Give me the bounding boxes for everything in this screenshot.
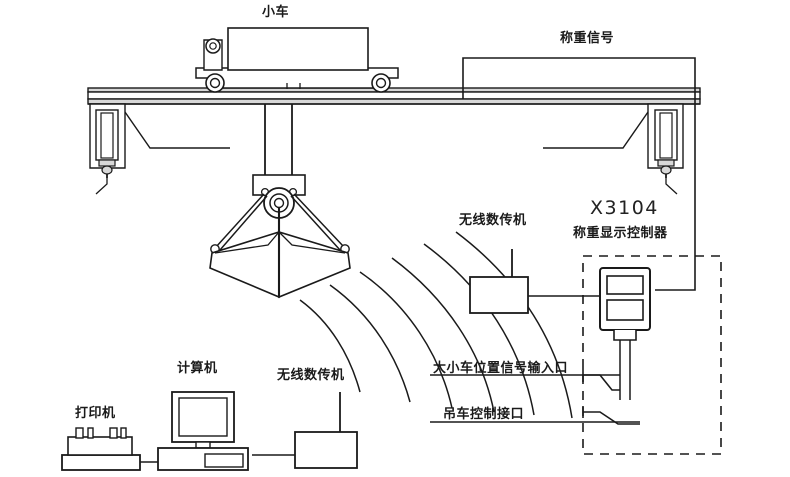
wireless-transmitter-bottom [252, 392, 358, 469]
interface-terminal-lines [430, 368, 640, 425]
label-position-signal-input: 大小车位置信号输入口 [433, 361, 569, 376]
left-end-carriage [89, 103, 230, 195]
label-controller-model: X3104 [590, 197, 659, 219]
label-trolley: 小车 [262, 5, 290, 20]
computer-workstation [157, 391, 249, 471]
label-wireless-transmitter-top: 无线数传机 [459, 213, 527, 228]
right-end-carriage [543, 103, 684, 195]
label-printer: 打印机 [75, 406, 116, 421]
system-boundary-dashed [582, 255, 722, 455]
grab-bucket-group [209, 174, 351, 299]
weighing-display-controller [599, 267, 651, 400]
label-crane-control-interface: 吊车控制接口 [443, 407, 525, 422]
label-computer: 计算机 [177, 361, 218, 376]
wireless-transmitter-top [469, 249, 600, 314]
label-wireless-transmitter-bottom: 无线数传机 [277, 368, 345, 383]
hoist-ropes [264, 104, 293, 175]
weighing-signal-cable [462, 57, 696, 291]
main-girder-group [87, 87, 701, 105]
label-weighing-signal: 称重信号 [560, 31, 615, 46]
printer [61, 427, 158, 471]
trolley-group [195, 27, 399, 93]
label-controller-name: 称重显示控制器 [573, 226, 668, 241]
wireless-signal-arcs [299, 231, 573, 419]
